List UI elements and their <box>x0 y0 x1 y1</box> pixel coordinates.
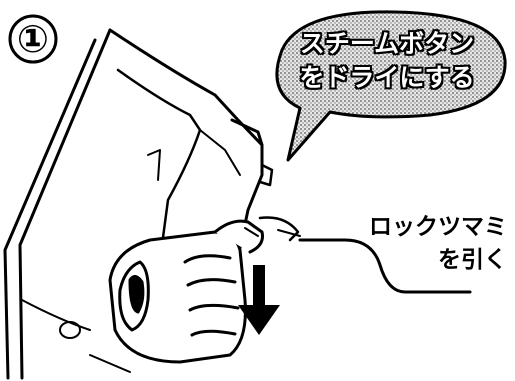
lock-knob-callout: ロックツマミ を引く <box>342 211 507 277</box>
step-number-circle <box>8 14 58 64</box>
down-arrow-icon <box>238 265 280 335</box>
step-number: ① <box>16 17 50 61</box>
bubble-line-2: をドライにする <box>299 63 475 92</box>
hand-icon <box>108 216 301 364</box>
callout-leader-line <box>298 238 472 294</box>
bubble-instruction: スチームボタン をドライにする <box>282 27 492 95</box>
steam-iron-icon <box>3 28 274 380</box>
speech-bubble <box>275 10 507 162</box>
callout-line-1: ロックツマミ <box>369 214 507 240</box>
bubble-line-1: スチームボタン <box>299 29 475 58</box>
callout-line-2: を引く <box>438 247 507 273</box>
